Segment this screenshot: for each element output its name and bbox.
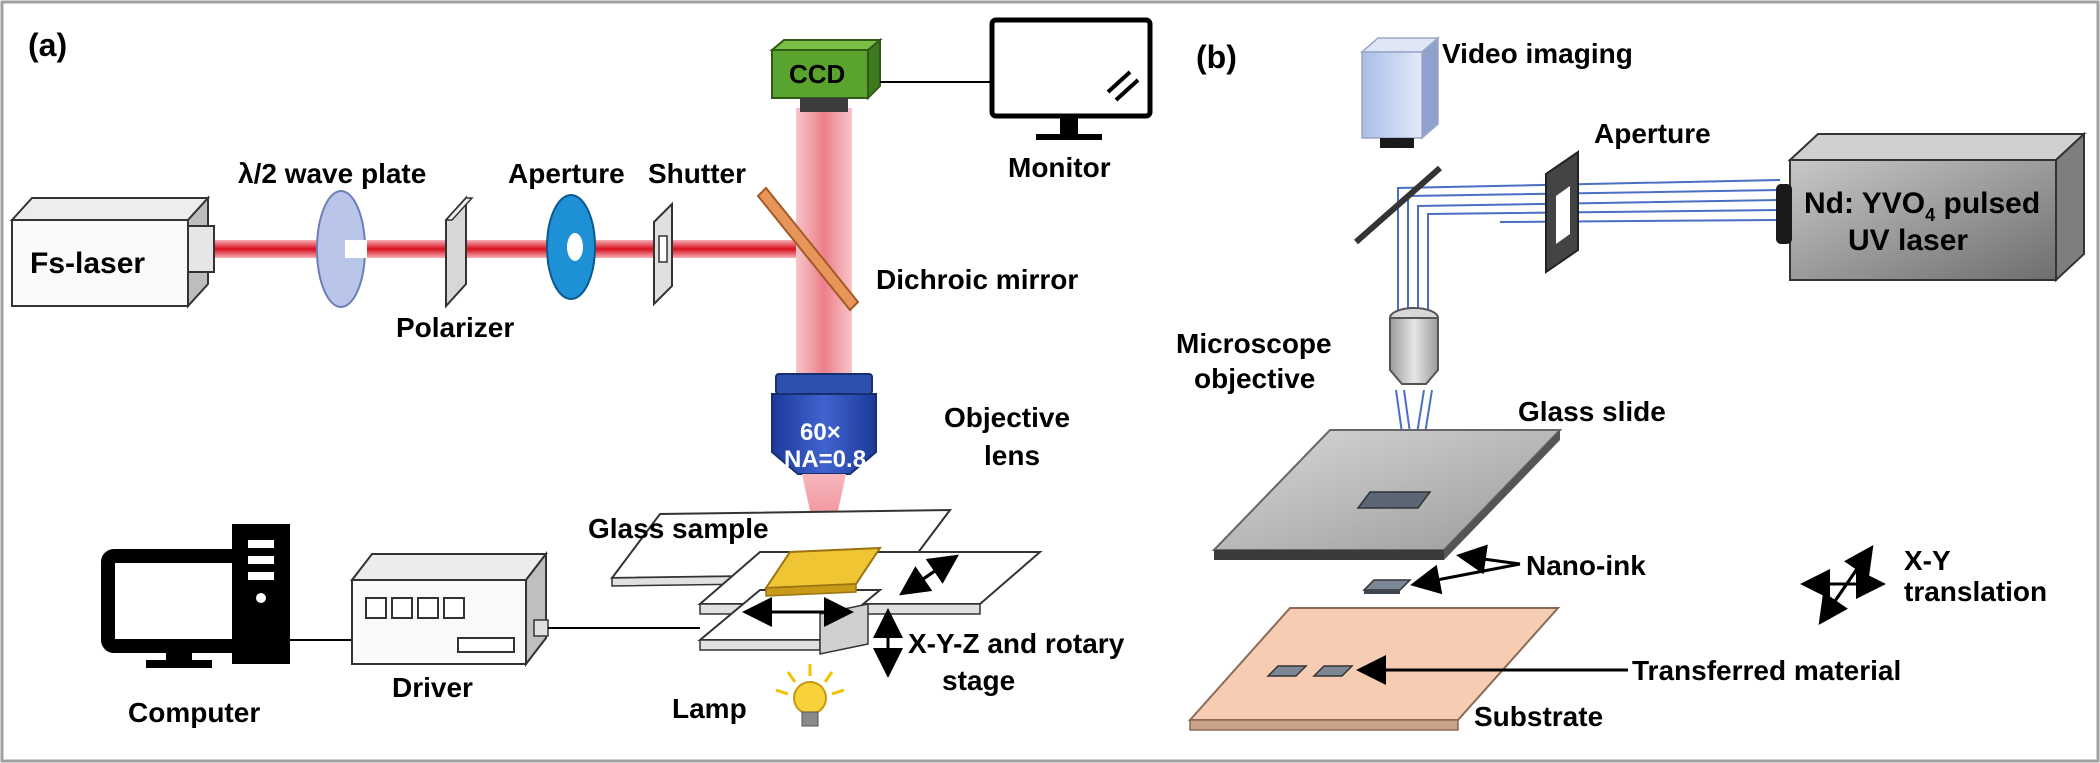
uv-laser-box: Nd: YVO4 pulsed UV laser — [1776, 131, 2087, 283]
nano-ink-label: Nano-ink — [1526, 550, 1646, 581]
uv-laser-label-prefix: Nd: YVO — [1804, 187, 1925, 220]
xyz-rotary-stage: Glass sample X-Y-Z and rotary stage — [588, 508, 1125, 696]
lamp-label: Lamp — [672, 693, 747, 724]
panel-a: (a) Fs-laser λ/2 wave plate Polarizer — [9, 17, 1153, 728]
lamp-icon: Lamp — [672, 664, 845, 727]
uv-laser-label-line2: UV laser — [1848, 224, 1968, 257]
objective-lens-label-line1: Objective — [944, 402, 1070, 433]
panel-b: (b) Video imaging Aperture — [1176, 36, 2087, 732]
glass-slide: Glass slide — [1211, 396, 1666, 560]
fs-laser-label: Fs-laser — [30, 247, 145, 280]
uv-laser-label-line1: Nd: YVO4 pulsed — [1804, 187, 2040, 225]
computer-icon: Computer — [101, 524, 290, 728]
monitor-label: Monitor — [1008, 152, 1111, 183]
stage-label-line2: stage — [942, 665, 1015, 696]
ccd-camera: CCD — [769, 37, 883, 112]
aperture-b: Aperture — [1545, 118, 1711, 274]
shutter: Shutter — [648, 158, 746, 307]
video-camera: Video imaging — [1360, 36, 1633, 148]
substrate: Transferred material Substrate — [1187, 607, 1901, 732]
xy-translation-label-line2: translation — [1904, 576, 2047, 607]
nano-ink: Nano-ink — [1362, 544, 1646, 595]
glass-slide-label: Glass slide — [1518, 396, 1666, 427]
shutter-label: Shutter — [648, 158, 746, 189]
panel-b-tag: (b) — [1196, 39, 1237, 75]
substrate-label: Substrate — [1474, 701, 1603, 732]
stage-label-line1: X-Y-Z and rotary — [908, 628, 1125, 659]
horizontal-laser-beam — [208, 240, 828, 258]
aperture-a-label: Aperture — [508, 158, 625, 189]
polarizer-label: Polarizer — [396, 312, 514, 343]
transferred-material-label: Transferred material — [1632, 655, 1901, 686]
dichroic-mirror-label: Dichroic mirror — [876, 264, 1078, 295]
polarizer: Polarizer — [396, 195, 514, 343]
turning-mirror — [1354, 165, 1442, 245]
wave-plate-label: λ/2 wave plate — [238, 158, 426, 189]
driver-box: Driver — [349, 551, 549, 703]
microscope-objective: Microscope objective — [1176, 307, 1439, 394]
xy-translation-label-line1: X-Y — [1904, 545, 1951, 576]
objective-na: NA=0.8 — [784, 446, 866, 473]
video-imaging-label: Video imaging — [1442, 38, 1633, 69]
xy-translation-arrows: X-Y translation — [1800, 545, 2047, 625]
ccd-label: CCD — [789, 59, 845, 89]
aperture-b-label: Aperture — [1594, 118, 1711, 149]
panel-a-tag: (a) — [28, 27, 67, 63]
uv-laser-label-sub: 4 — [1925, 205, 1935, 225]
driver-label: Driver — [392, 672, 473, 703]
computer-label: Computer — [128, 697, 260, 728]
dichroic-mirror: Dichroic mirror — [756, 186, 1078, 312]
wave-plate: λ/2 wave plate — [238, 158, 426, 308]
uv-laser-label-suffix: pulsed — [1935, 187, 2040, 220]
objective-lens-label-line2: lens — [984, 440, 1040, 471]
fs-laser-box: Fs-laser — [9, 195, 215, 309]
glass-sample-label: Glass sample — [588, 513, 769, 544]
monitor-icon: Monitor — [989, 17, 1153, 183]
microscope-label-line1: Microscope — [1176, 328, 1332, 359]
objective-lens-a: 60× NA=0.8 Objective lens — [771, 373, 1070, 475]
microscope-label-line2: objective — [1194, 363, 1315, 394]
objective-magnification: 60× — [800, 419, 841, 446]
aperture-a: Aperture — [508, 158, 625, 300]
